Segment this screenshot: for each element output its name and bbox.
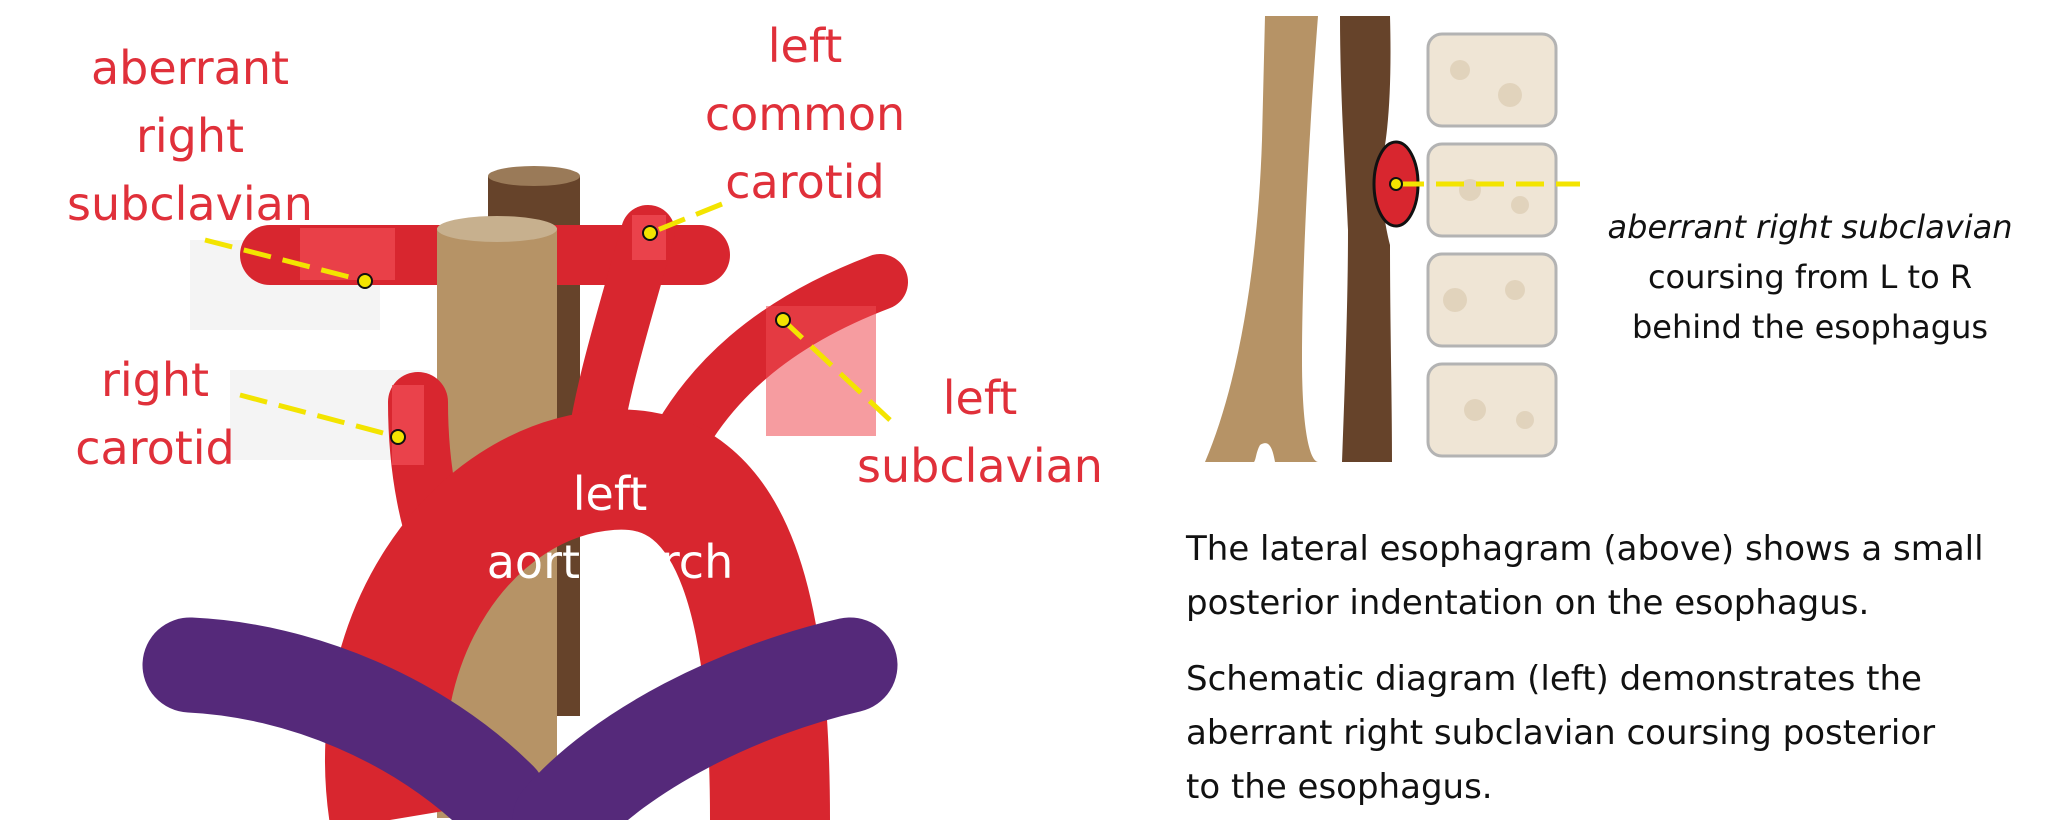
texture-dot bbox=[1464, 399, 1486, 421]
caption-rest: coursing from L to R behind the esophagu… bbox=[1631, 258, 1989, 346]
vertebral-column bbox=[1426, 32, 1558, 458]
pointer-dot-right-carotid bbox=[390, 429, 406, 445]
lateral-esophagus bbox=[1205, 16, 1318, 462]
left-brachiocephalic-vein bbox=[142, 617, 548, 820]
aberrant-highlight bbox=[300, 228, 395, 280]
texture-dot bbox=[1459, 179, 1481, 201]
pointer-dot-side-view bbox=[1389, 177, 1403, 191]
aortic-arch-schematic bbox=[142, 166, 913, 820]
pointer-right-carotid bbox=[239, 392, 399, 440]
label-aberrant-right-subclavian: aberrant right subclavian bbox=[67, 41, 313, 231]
vertebra-4 bbox=[1426, 362, 1558, 458]
vertebra-2 bbox=[1426, 142, 1558, 238]
texture-dot bbox=[1505, 280, 1525, 300]
label-left-aortic-arch: left aortic arch bbox=[486, 467, 734, 589]
texture-dot bbox=[1511, 196, 1529, 214]
description-paragraph-2: Schematic diagram (left) demonstrates th… bbox=[1186, 659, 1936, 807]
texture-dot bbox=[1443, 288, 1467, 312]
texture-dot bbox=[1450, 60, 1470, 80]
caption-italic-term: aberrant right subclavian bbox=[1607, 208, 2013, 246]
vertebra-texture bbox=[1443, 60, 1534, 429]
right-carotid-highlight bbox=[392, 385, 424, 465]
vertebra-3 bbox=[1426, 252, 1558, 348]
texture-dot bbox=[1498, 83, 1522, 107]
vertebra-1 bbox=[1426, 32, 1558, 128]
trachea-top bbox=[488, 166, 580, 186]
label-left-subclavian: left subclavian bbox=[857, 371, 1103, 493]
label-right-carotid: right carotid bbox=[75, 353, 235, 475]
pointer-left-carotid bbox=[649, 201, 723, 236]
pointer-left-subclavian bbox=[781, 318, 892, 422]
label-left-common-carotid: left common carotid bbox=[704, 19, 906, 209]
esophagus-top bbox=[437, 216, 557, 242]
pointer-dot-left-carotid bbox=[642, 225, 658, 241]
texture-dot bbox=[1516, 411, 1534, 429]
posterior-esophageal-wall bbox=[1340, 16, 1392, 462]
description-paragraph-1: The lateral esophagram (above) shows a s… bbox=[1186, 529, 1984, 623]
pointer-dot-aberrant bbox=[357, 273, 373, 289]
pointer-aberrant bbox=[204, 237, 366, 284]
pointer-lines bbox=[204, 201, 892, 440]
right-brachiocephalic-vein bbox=[512, 617, 898, 820]
pointer-dot-left-subclavian bbox=[775, 312, 791, 328]
side-view-caption: aberrant right subclavian coursing from … bbox=[1575, 152, 2045, 402]
pointer-dots bbox=[357, 225, 791, 445]
lateral-esophagram-sketch bbox=[1205, 16, 1580, 462]
